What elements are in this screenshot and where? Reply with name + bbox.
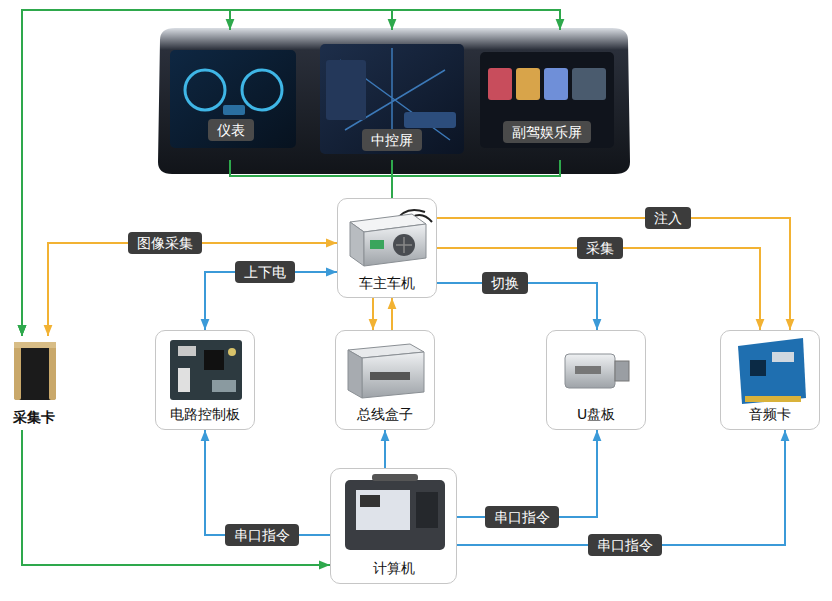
edge-label: 上下电 <box>235 261 295 283</box>
connector <box>230 160 392 198</box>
device-label: U盘板 <box>577 405 615 423</box>
connector <box>372 298 374 330</box>
device-box: U盘板 <box>546 330 646 430</box>
connector <box>384 430 386 468</box>
screen-label: 副驾娱乐屏 <box>503 121 591 143</box>
connector <box>437 218 790 330</box>
connector <box>22 10 560 336</box>
device-label: 音频卡 <box>749 405 791 423</box>
edge-label: 串口指令 <box>225 524 299 546</box>
edge-label: 串口指令 <box>588 534 662 556</box>
connector <box>392 160 560 198</box>
usb-board-icon <box>565 354 629 388</box>
connector <box>48 243 337 336</box>
connector <box>205 430 330 535</box>
device-label: 计算机 <box>373 559 415 577</box>
screen-node: 仪表 <box>168 30 293 160</box>
screen-label: 中控屏 <box>362 129 422 151</box>
connector <box>457 430 597 517</box>
audio-card-icon <box>738 338 806 404</box>
screen-node: 副驾娱乐屏 <box>478 30 616 160</box>
device-label: 车主车机 <box>359 274 415 292</box>
screen-node: 中控屏 <box>318 30 466 160</box>
device-box: 电路控制板 <box>155 330 255 430</box>
edge-label: 采集 <box>577 237 623 259</box>
device-box: 采集卡 <box>3 336 65 430</box>
device-box: 音频卡 <box>720 330 820 430</box>
connector <box>22 10 230 336</box>
screen-label: 仪表 <box>208 119 254 141</box>
device-box: 车主车机 <box>337 198 437 298</box>
edge-label: 图像采集 <box>128 232 202 254</box>
device-label: 总线盒子 <box>357 405 413 423</box>
edge-label: 串口指令 <box>485 506 559 528</box>
device-label: 采集卡 <box>13 408 55 426</box>
head-unit-icon <box>350 210 432 266</box>
control-board-icon <box>170 340 242 400</box>
edge-label: 切换 <box>482 272 528 294</box>
device-box: 计算机 <box>330 468 457 584</box>
connector <box>457 430 785 545</box>
connector <box>391 298 393 330</box>
device-label: 电路控制板 <box>170 405 240 423</box>
connector <box>437 248 760 330</box>
computer-icon <box>345 474 445 550</box>
capture-card-icon <box>14 342 56 400</box>
connector <box>22 430 330 565</box>
edge-label: 注入 <box>645 207 691 229</box>
bus-box-icon <box>348 344 424 398</box>
dashboard <box>158 28 630 174</box>
device-box: 总线盒子 <box>335 330 435 430</box>
